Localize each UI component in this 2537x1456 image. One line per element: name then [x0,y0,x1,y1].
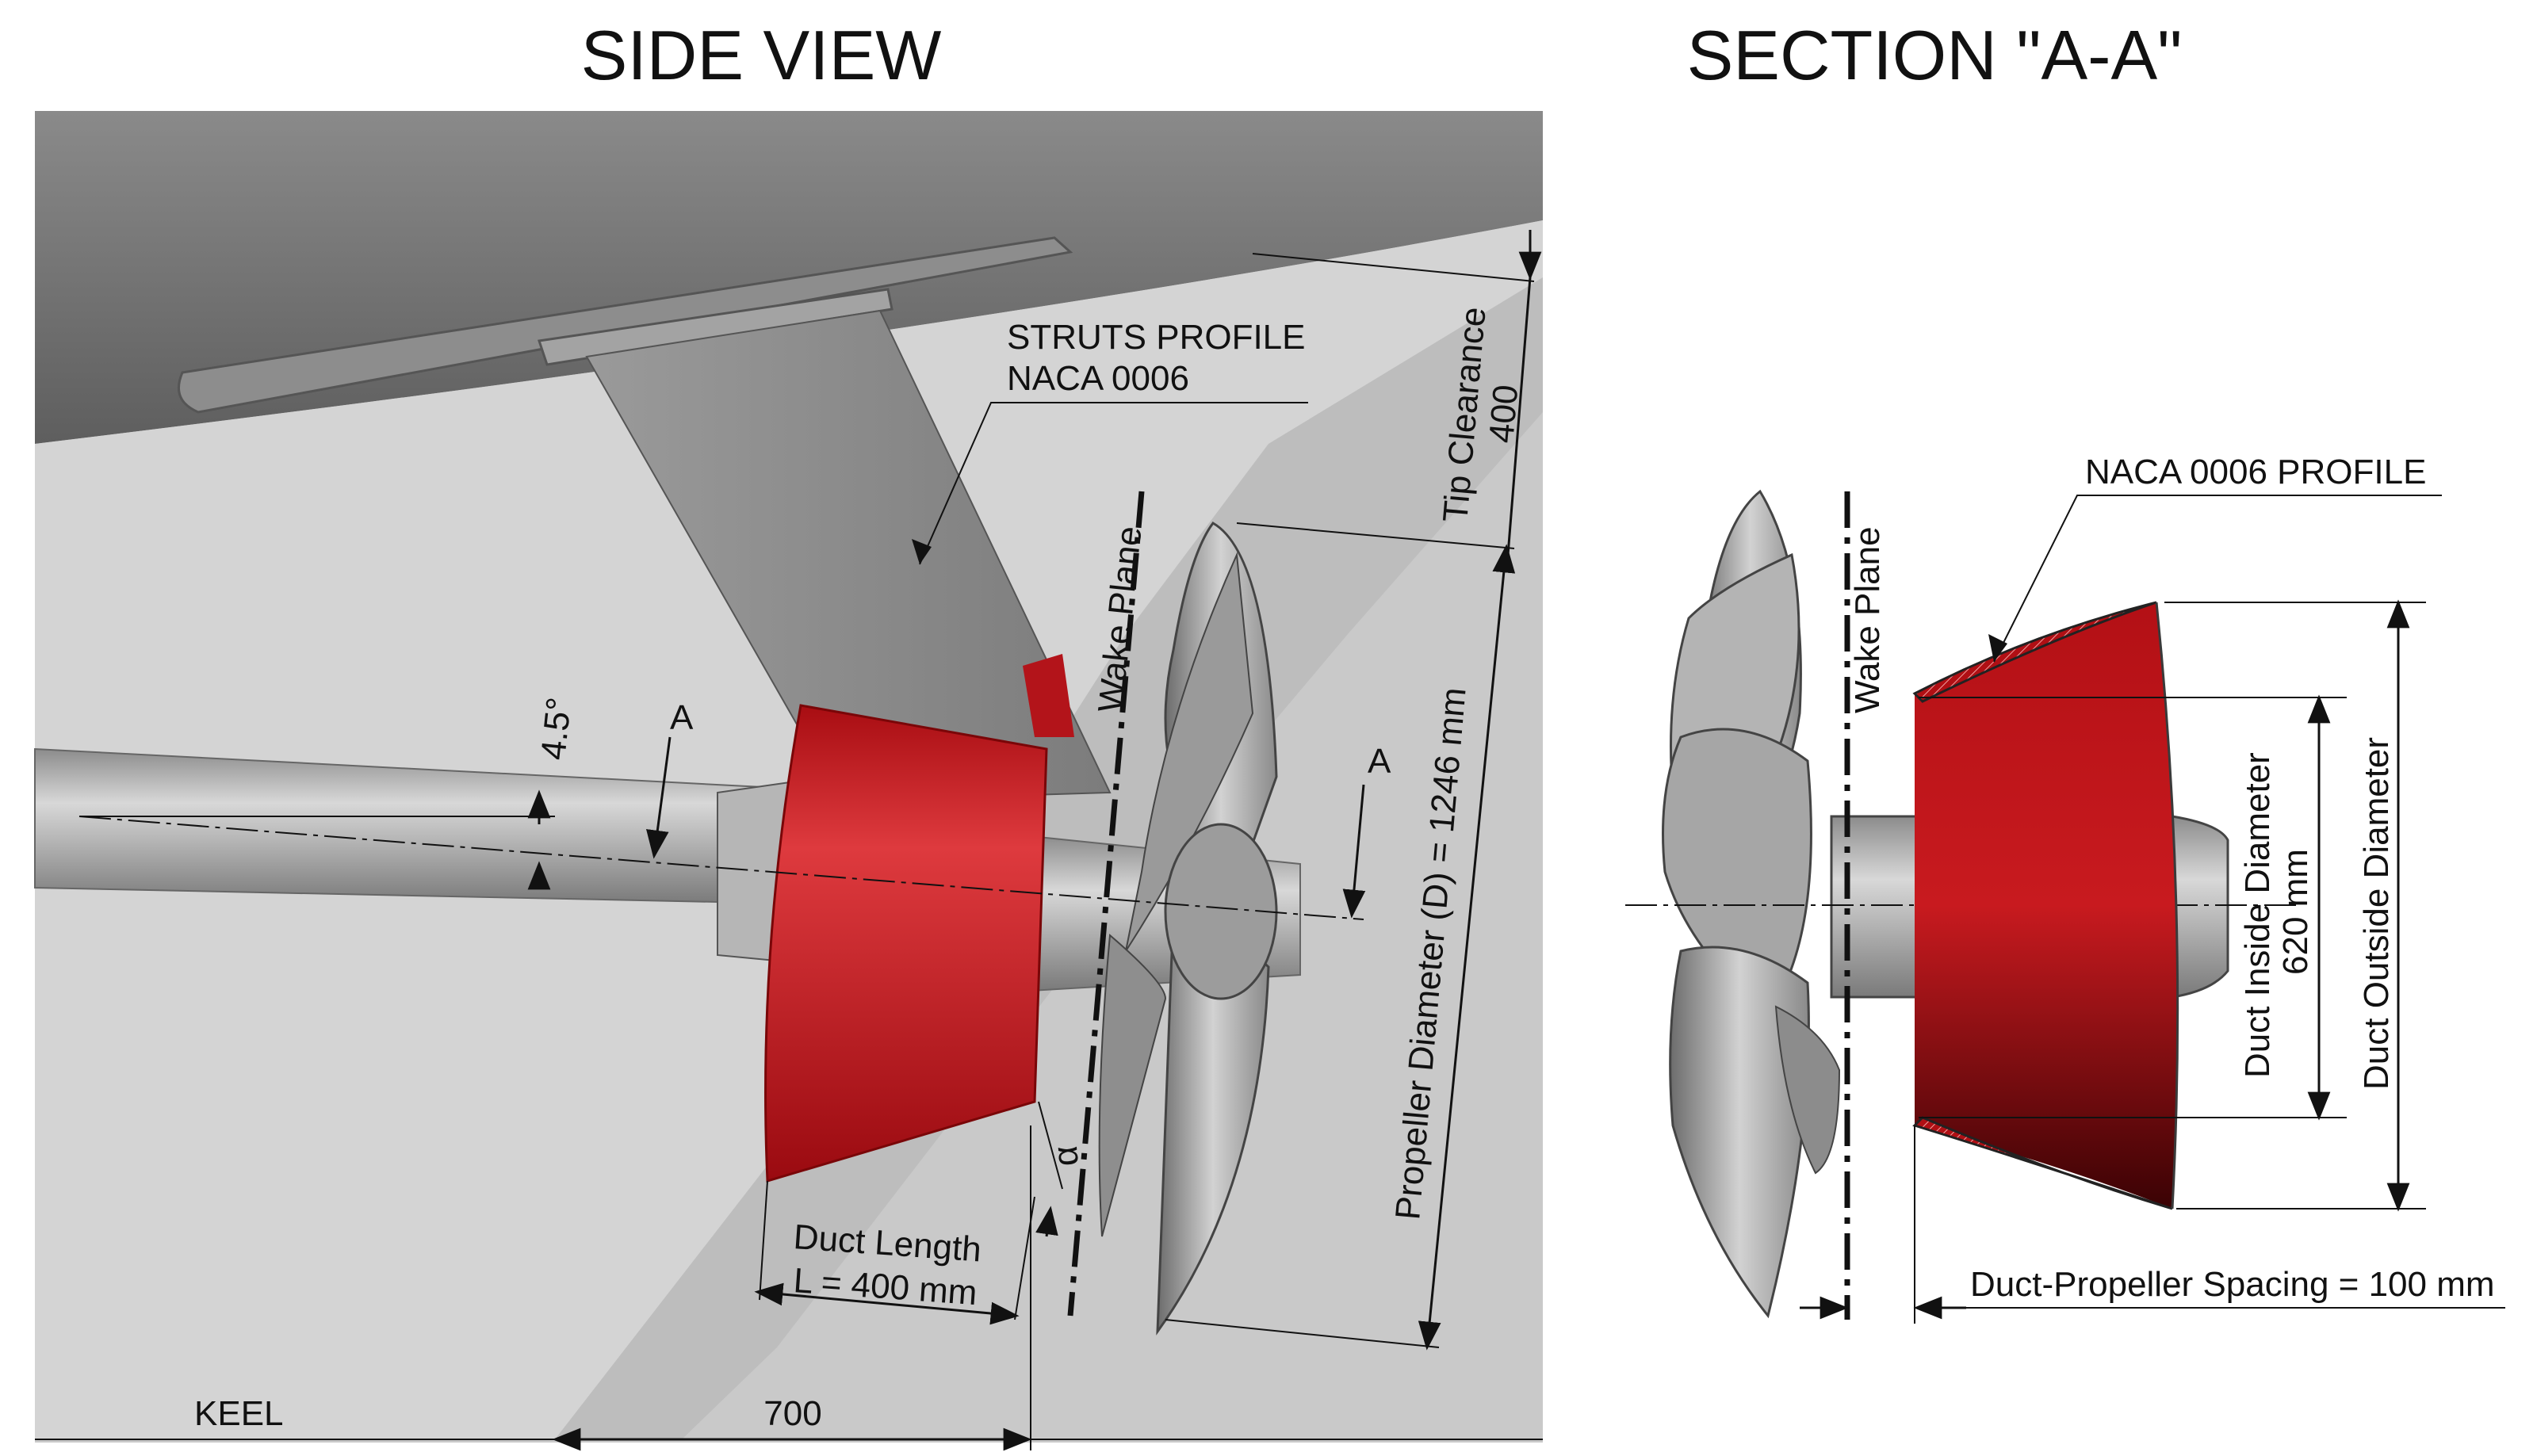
duct-side [764,704,1048,1183]
section-mark-right: A [1368,742,1391,781]
duct-length-dim [754,1282,1020,1325]
prop-diameter-ext-bottom [1165,1319,1440,1348]
alpha-arrow [1035,1206,1058,1237]
duct-section-inner [1915,602,2178,1209]
side-view: STRUTS PROFILE NACA 0006 Tip Clearance 4… [34,111,1543,1451]
keel-label: KEEL [194,1394,284,1433]
duct-trailing-edge [2155,602,2179,1210]
strut-red-stub [1023,654,1074,737]
tip-clearance-ext-top [1252,253,1535,282]
spacing-label: Duct-Propeller Spacing = 100 mm [1970,1265,2495,1304]
naca-profile-leader [1993,495,2442,663]
tip-clearance-value: 400 [1482,383,1525,444]
section-view: Wake Plane NACA 0006 PROFILE Duct Inside… [1625,453,2505,1324]
duct-length-ext-left [759,1180,768,1301]
duct-outside-label: Duct Outside Diameter [2357,737,2396,1090]
wake-plane-line-side [1067,491,1145,1317]
shaft-angle-label: 4.5° [534,696,579,762]
section-mark-right-arrow [1342,784,1366,919]
struts-profile-label-1: STRUTS PROFILE [1007,318,1306,357]
tip-clearance-dim [1506,277,1532,556]
struts-profile-label-2: NACA 0006 [1007,359,1189,398]
naca-profile-label: NACA 0006 PROFILE [2085,453,2426,491]
propeller-section [1662,489,1841,1319]
strut [585,309,1112,802]
wake-plane-label-section: Wake Plane [1848,526,1887,713]
alpha-ext [1038,1101,1063,1190]
duct-inside-value: 620 mm [2276,849,2315,975]
keel-offset-label: 700 [763,1394,821,1433]
section-view-title: SECTION "A-A" [1687,16,2183,94]
section-mark-left: A [670,698,694,737]
duct-angle-symbol: α [1046,1145,1086,1168]
strut-flange [538,288,893,366]
section-mark-left-arrow [646,736,672,859]
duct-inside-label: Duct Inside Diameter [2238,752,2277,1078]
shaft-centerline [78,816,1364,920]
struts-profile-leader [919,402,1308,565]
side-view-title: SIDE VIEW [581,16,942,94]
propeller-side [1098,522,1278,1336]
prop-diameter-dim [1418,544,1516,1351]
